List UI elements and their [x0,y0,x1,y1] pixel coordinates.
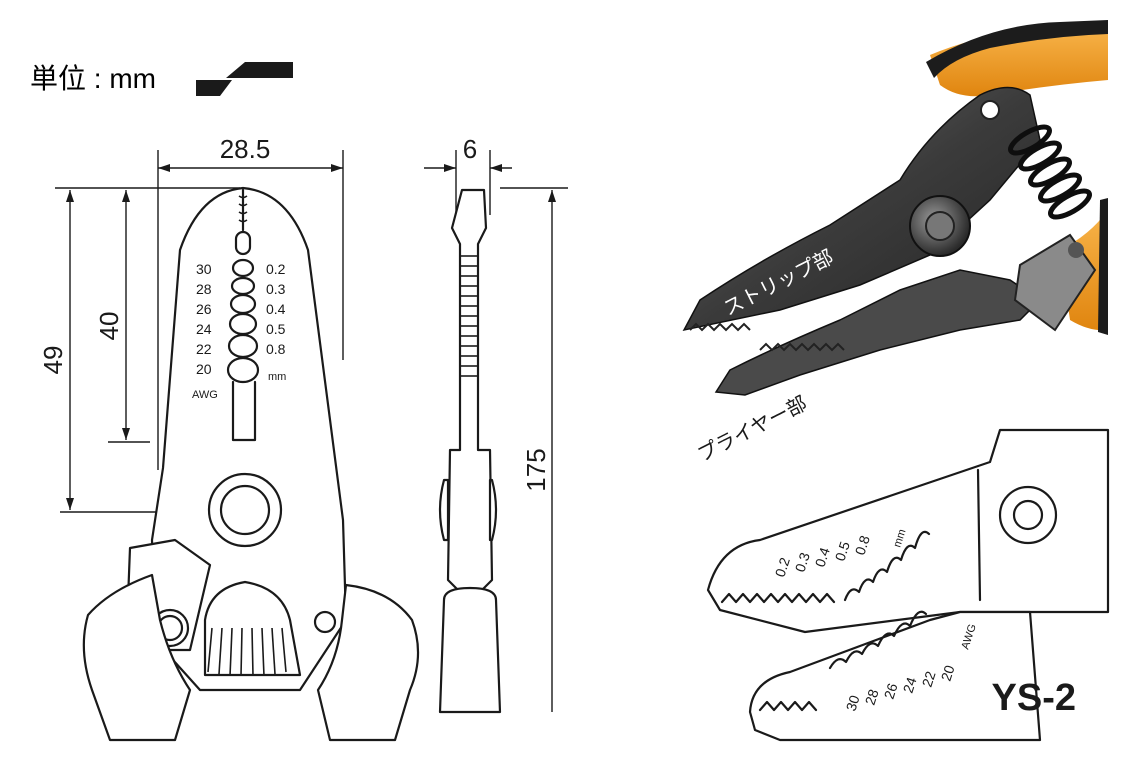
dimension-length: 175 [500,187,568,712]
svg-text:26: 26 [881,681,901,701]
svg-text:0.8: 0.8 [266,341,286,357]
product-photo: ストリップ部 プライヤー部 [682,20,1108,467]
dimension-thickness: 6 [424,134,512,215]
svg-text:0.8: 0.8 [852,533,873,557]
svg-text:0.3: 0.3 [792,550,813,574]
section-symbol-icon [196,62,293,96]
svg-text:0.3: 0.3 [266,281,286,297]
left-handle [82,573,192,742]
unit-label: 単位 : mm [30,63,156,94]
length-value: 175 [521,448,551,491]
front-view: 30 28 26 24 22 20 AWG 0.2 0.3 0.4 0.5 0.… [82,186,420,742]
svg-text:24: 24 [196,321,212,337]
dimension-height-blade: 40 [94,190,150,443]
width-value: 28.5 [220,134,271,164]
svg-text:24: 24 [900,675,920,695]
svg-text:28: 28 [196,281,212,297]
right-handle [316,583,420,742]
svg-text:0.2: 0.2 [266,261,286,277]
plier-label: プライヤー部 [694,392,811,467]
height-total-value: 49 [38,346,68,375]
stripping-holes [226,230,260,442]
svg-text:0.5: 0.5 [832,539,853,563]
svg-text:30: 30 [843,693,863,713]
svg-text:mm: mm [891,528,908,549]
pivot-inner [219,484,271,536]
svg-text:22: 22 [196,341,212,357]
svg-text:26: 26 [196,301,212,317]
side-view [438,188,502,714]
dimension-width: 28.5 [157,134,344,470]
svg-text:0.4: 0.4 [266,301,286,317]
model-name: YS-2 [992,677,1076,719]
svg-text:20: 20 [938,663,958,683]
svg-text:0.4: 0.4 [812,545,833,569]
height-blade-value: 40 [94,312,124,341]
svg-text:28: 28 [862,687,882,707]
thickness-value: 6 [463,134,477,164]
blade-closeup: 0.2 0.3 0.4 0.5 0.8 mm 30 28 26 24 22 20… [706,428,1110,742]
svg-text:0.5: 0.5 [266,321,286,337]
svg-text:0.2: 0.2 [772,555,793,579]
awg-label: AWG [192,389,218,401]
svg-text:20: 20 [196,361,212,377]
svg-text:22: 22 [919,669,939,689]
mm-label: mm [268,371,286,383]
svg-text:30: 30 [196,261,212,277]
